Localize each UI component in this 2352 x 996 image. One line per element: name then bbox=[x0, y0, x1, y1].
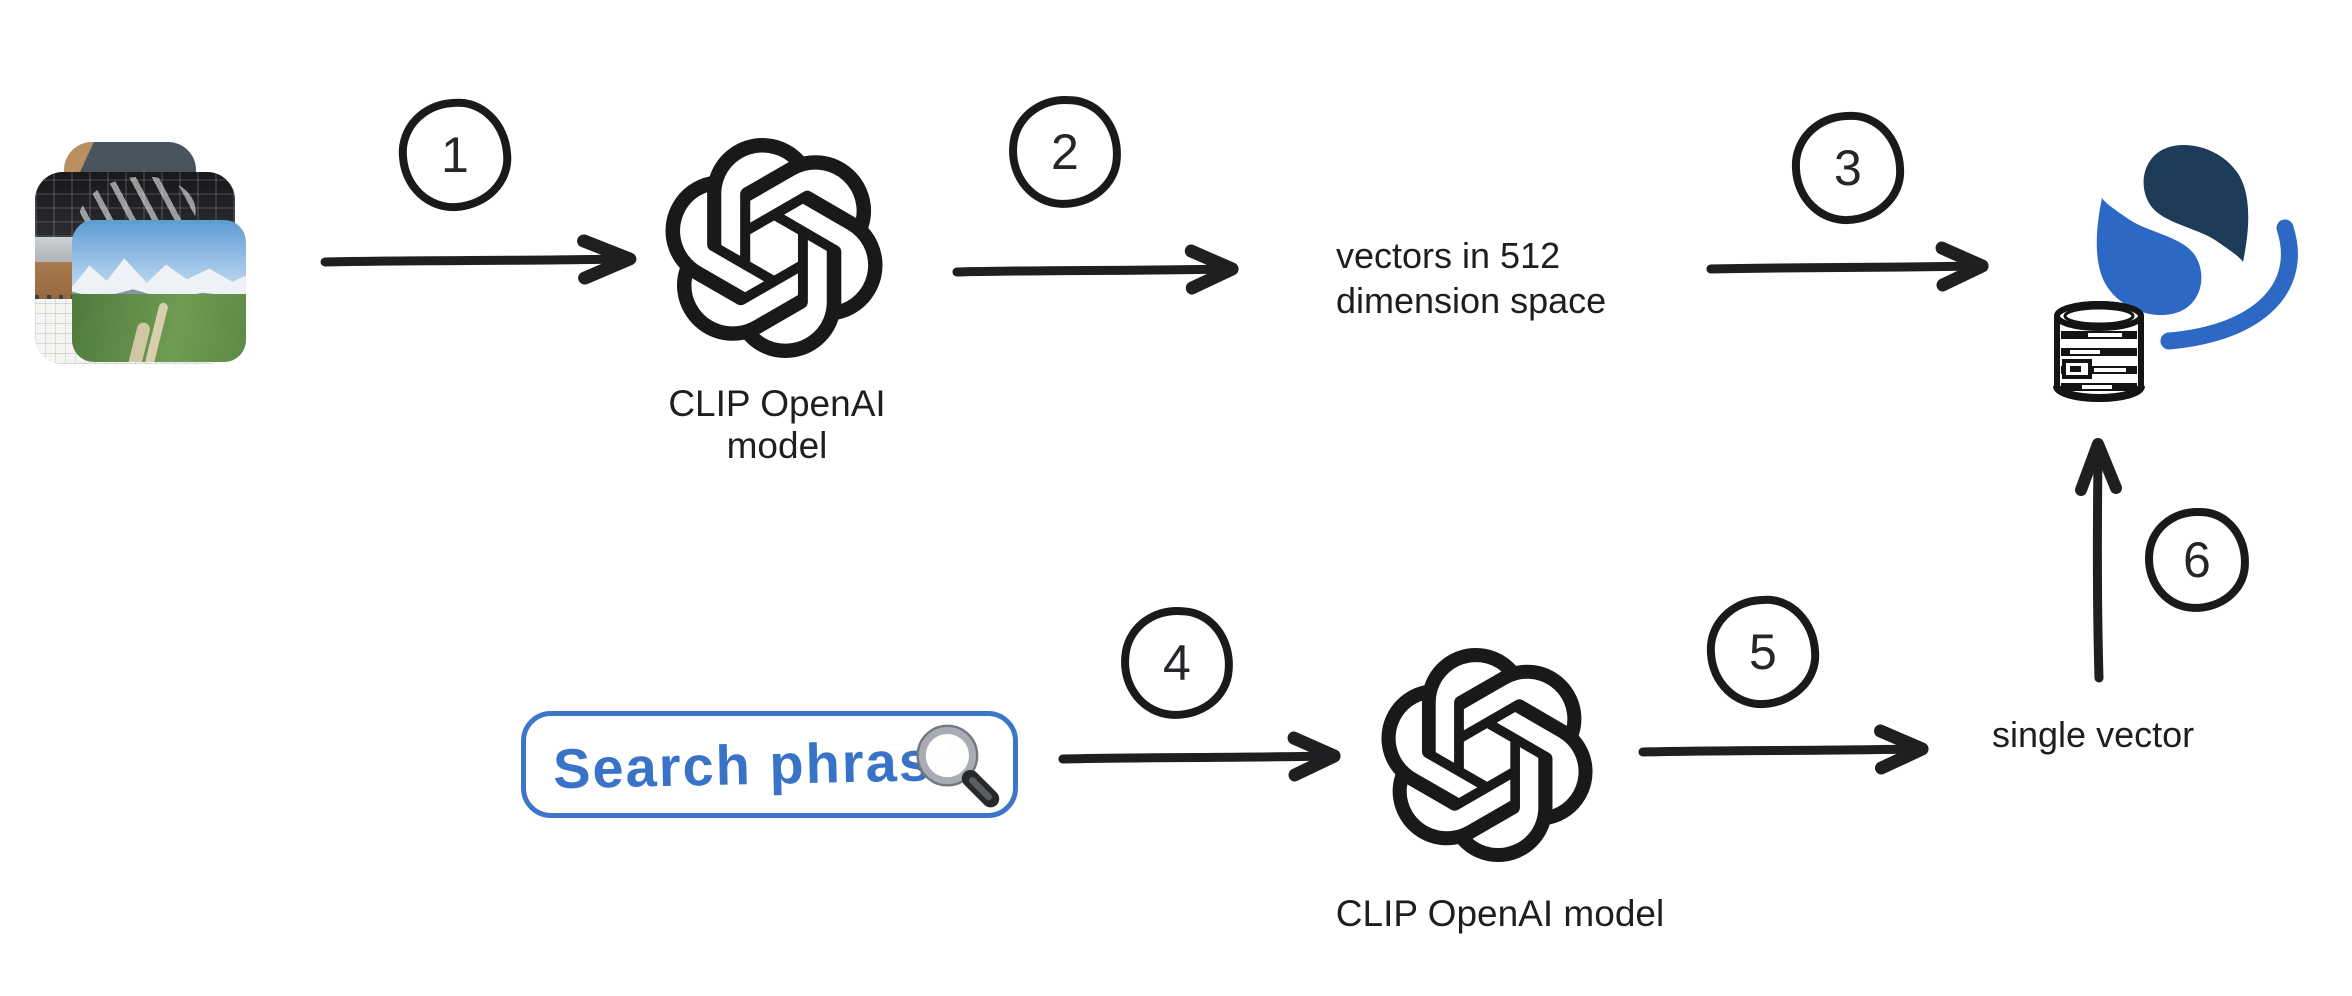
step-number: 3 bbox=[1834, 140, 1862, 196]
clip-model-bottom-label: CLIP OpenAI model bbox=[1335, 893, 1665, 934]
openai-logo-icon bbox=[1381, 648, 1593, 862]
step-number: 6 bbox=[2183, 532, 2211, 588]
step-circle-4: 4 bbox=[1117, 603, 1237, 723]
flow-arrow-4 bbox=[1058, 731, 1341, 782]
step-circle-5: 5 bbox=[1704, 593, 1822, 711]
search-phrase-box[interactable]: Search phrase bbox=[521, 711, 1018, 818]
single-vector-label: single vector bbox=[1992, 714, 2195, 755]
vector-database-logo bbox=[2053, 144, 2298, 402]
s-mark-icon bbox=[2096, 144, 2298, 350]
clip-model-top-label: CLIP OpenAI model bbox=[668, 383, 886, 466]
search-phrase-text: Search phrase bbox=[552, 728, 966, 801]
step-circle-1: 1 bbox=[395, 95, 515, 215]
step-number: 2 bbox=[1051, 124, 1079, 180]
vectors-line-1: vectors in 512 bbox=[1336, 235, 1561, 276]
magnifier-icon bbox=[916, 724, 1000, 808]
flow-arrow-2 bbox=[952, 244, 1239, 295]
flow-arrow-5 bbox=[1638, 724, 1929, 775]
database-icon bbox=[2053, 301, 2145, 402]
step-circle-6: 6 bbox=[2143, 506, 2251, 614]
step-number: 5 bbox=[1749, 624, 1777, 680]
openai-logo-icon bbox=[665, 138, 883, 358]
vectors-line-2: dimension space bbox=[1336, 280, 1607, 321]
step-circle-2: 2 bbox=[1006, 93, 1124, 211]
vectors-dimension-label: vectors in 512 dimension space bbox=[1336, 233, 1606, 323]
flow-arrow-1 bbox=[320, 234, 637, 285]
flow-arrow-6 bbox=[2075, 438, 2122, 683]
step-number: 4 bbox=[1163, 635, 1191, 691]
mountain-trail-photo bbox=[72, 220, 246, 362]
flow-arrow-3 bbox=[1706, 241, 1989, 292]
step-circle-3: 3 bbox=[1790, 110, 1906, 226]
step-number: 1 bbox=[441, 127, 469, 183]
